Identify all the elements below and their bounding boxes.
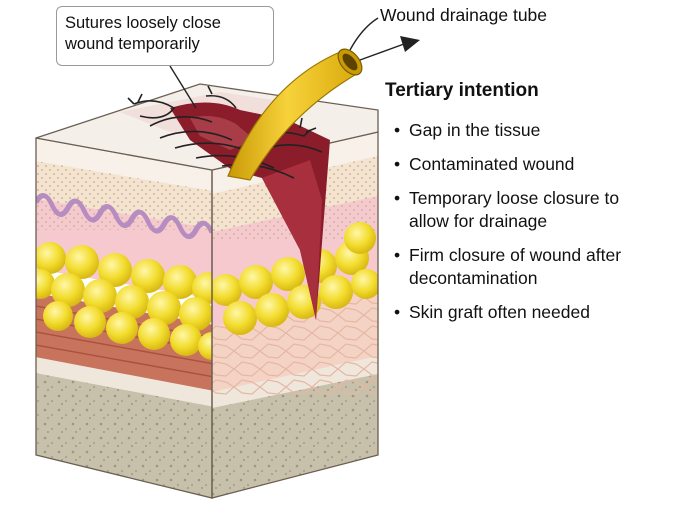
legend-item: • Contaminated wound <box>394 153 700 176</box>
legend-item-text: Temporary loose closure to <box>409 188 620 208</box>
tube-label-leader <box>349 17 379 51</box>
legend-item-text: Contaminated wound <box>409 154 575 174</box>
legend-item: • Firm closure of wound after decontamin… <box>394 244 700 290</box>
bullet-icon: • <box>394 245 401 265</box>
tube-label: Wound drainage tube <box>380 5 548 25</box>
callout-line-2: wound temporarily <box>65 35 200 53</box>
front-face <box>36 138 212 498</box>
leader-lines <box>169 17 405 109</box>
drainage-arrow <box>359 43 405 61</box>
epidermis-layer <box>36 138 212 192</box>
callout-line-1: Sutures loosely close <box>65 14 221 32</box>
legend-item-text: allow for drainage <box>409 211 548 231</box>
legend-item-text: Skin graft often needed <box>409 302 590 322</box>
bullet-icon: • <box>394 154 401 174</box>
legend-item: • Skin graft often needed <box>394 301 700 324</box>
bullet-icon: • <box>394 120 401 140</box>
dermal-papillae <box>36 193 212 240</box>
bullet-icon: • <box>394 302 401 322</box>
arrowhead-icon <box>400 36 420 52</box>
fat-globules-front <box>36 242 212 360</box>
callout-leader <box>169 65 197 109</box>
legend-title: Tertiary intention <box>385 80 539 101</box>
legend-item-text: decontamination <box>409 268 538 288</box>
wound-gap <box>170 102 330 320</box>
legend-item-text: Gap in the tissue <box>409 120 541 140</box>
fascia-layer <box>36 352 212 408</box>
sutures-callout: Sutures loosely close wound temporarily <box>56 6 274 66</box>
legend-item-text: Firm closure of wound after <box>409 245 622 265</box>
drainage-tube <box>227 48 363 181</box>
legend-item: • Temporary loose closure to allow for d… <box>394 187 700 233</box>
bullet-icon: • <box>394 188 401 208</box>
fat-globules-side <box>212 222 378 335</box>
legend-list: • Gap in the tissue • Contaminated wound… <box>394 119 700 335</box>
legend-item: • Gap in the tissue <box>394 119 700 142</box>
